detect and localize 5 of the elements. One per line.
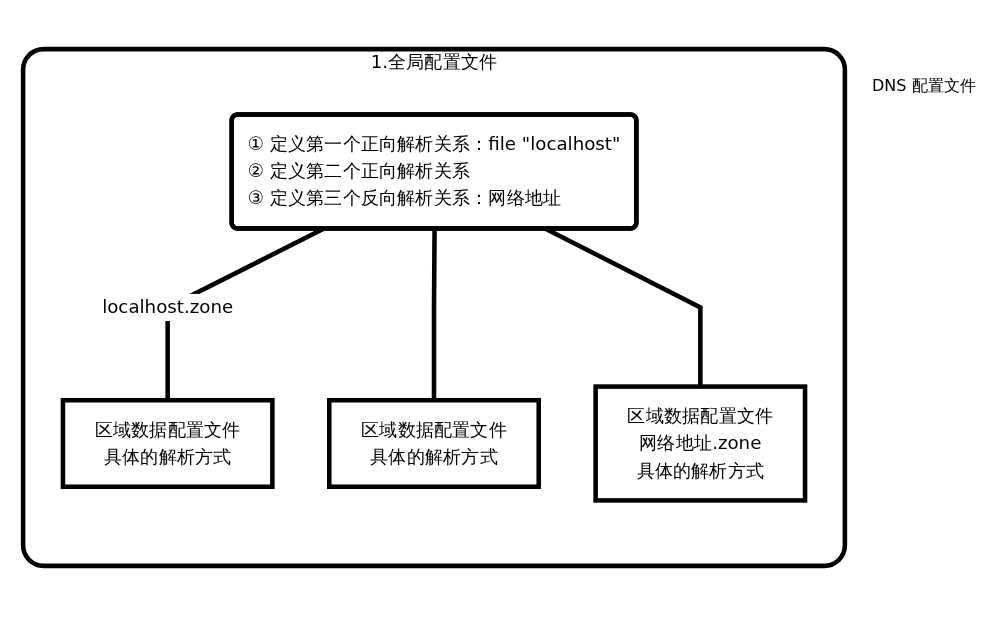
node-box: 区域数据配置文件 具体的解析方式 <box>60 397 275 490</box>
edge-label: localhost.zone <box>102 296 234 318</box>
side-heading: DNS 配置文件 <box>872 76 976 97</box>
node-box: 区域数据配置文件 具体的解析方式 <box>327 397 541 490</box>
node-box: 区域数据配置文件 网络地址.zone 具体的解析方式 <box>593 384 808 503</box>
